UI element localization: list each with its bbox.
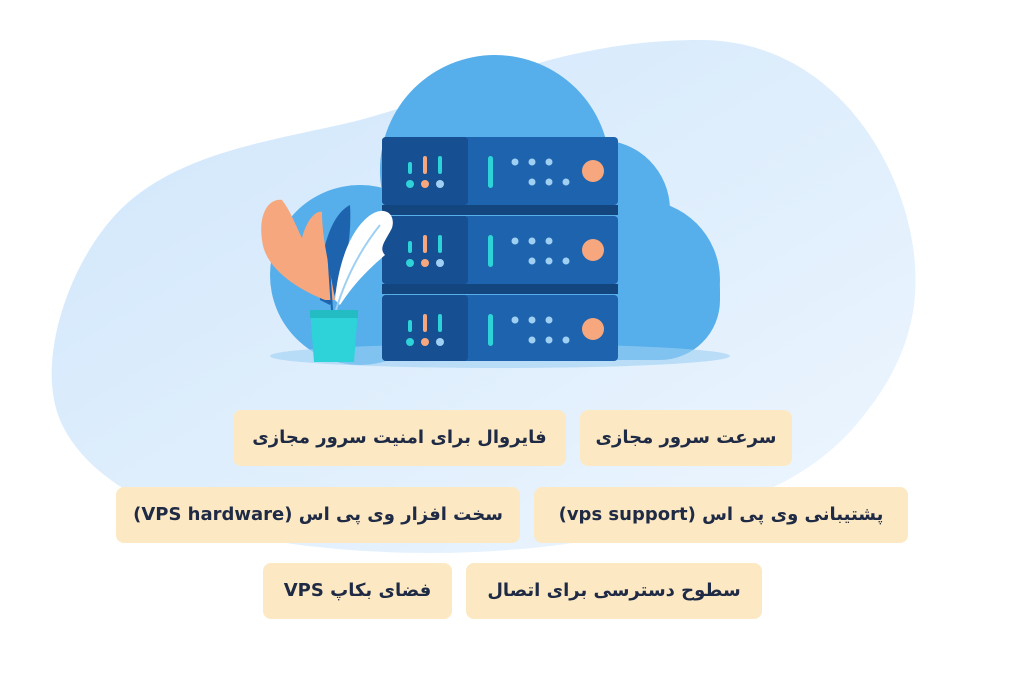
feature-tag-vps-hardware: سخت افزار وی پی اس (VPS hardware) — [116, 487, 520, 543]
potted-plant — [261, 199, 393, 362]
server-unit-3 — [382, 295, 618, 361]
feature-tag-vps-support: پشتیبانی وی پی اس (vps support) — [534, 487, 908, 543]
server-unit-2 — [382, 216, 618, 294]
plant-pot — [310, 310, 358, 362]
plant-leaf-orange — [261, 199, 335, 300]
plant-leaf-white — [335, 210, 393, 305]
feature-tag-access-levels: سطوح دسترسی برای اتصال — [466, 563, 762, 619]
feature-tag-server-speed: سرعت سرور مجازی — [580, 410, 792, 466]
feature-tag-backup-space: فضای بکاپ VPS — [263, 563, 452, 619]
feature-tag-firewall: فایروال برای امنیت سرور مجازی — [233, 410, 566, 466]
server-unit-1 — [382, 137, 618, 215]
